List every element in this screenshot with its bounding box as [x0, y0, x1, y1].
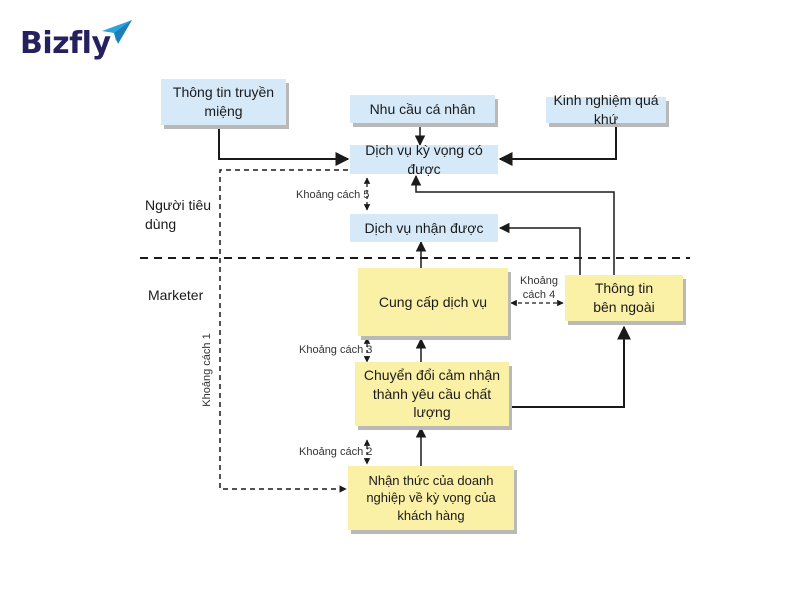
node-label: Thông tin truyền miệng — [172, 84, 275, 119]
arrow-past-experience — [498, 124, 617, 166]
node-translation: Chuyển đổi cảm nhận thành yêu cầu chất l… — [355, 362, 509, 426]
gap2-label: Khoảng cách 2 — [299, 446, 373, 458]
node-label: Chuyển đổi cảm nhận thành yêu cầu chất l… — [363, 366, 501, 421]
gap5-label: Khoảng cách 5 — [296, 189, 370, 201]
node-label: Dịch vụ kỳ vọng có được — [365, 141, 483, 177]
arrow-external-to-perceived — [498, 222, 581, 275]
node-label: Thông tin bên ngoài — [593, 280, 655, 315]
node-label: Dịch vụ nhận được — [364, 219, 484, 236]
node-expected-service: Dịch vụ kỳ vọng có được — [350, 142, 498, 177]
node-label: Nhu cầu cá nhân — [369, 100, 476, 117]
node-word-of-mouth: Thông tin truyền miệng — [161, 79, 286, 125]
bizfly-logo: Bizfly — [20, 26, 111, 61]
paper-plane-icon — [102, 20, 132, 44]
node-label: Nhận thức của doanh nghiệp về kỳ vọng củ… — [366, 472, 496, 523]
arrow-external-to-expected — [410, 174, 615, 275]
node-label: Cung cấp dịch vụ — [378, 293, 488, 310]
gap1-label: Khoảng cách 1 — [201, 333, 213, 407]
node-management-perception: Nhận thức của doanh nghiệp về kỳ vọng củ… — [348, 466, 514, 530]
gap4-label: Khoảng cách 4 — [520, 275, 558, 301]
node-past-experience: Kinh nghiệm quá khứ — [546, 92, 666, 127]
arrow-translation-to-external — [510, 325, 631, 408]
gap3-label: Khoảng cách 3 — [299, 344, 373, 356]
node-personal-needs: Nhu cầu cá nhân — [350, 95, 495, 123]
node-label: Kinh nghiệm quá khứ — [553, 92, 659, 127]
node-perceived-service: Dịch vụ nhận được — [350, 214, 498, 242]
section-label-marketer: Marketer — [148, 287, 204, 303]
node-external-communication: Thông tin bên ngoài — [565, 275, 683, 321]
section-label-consumer: Người tiêu dùng — [145, 197, 212, 232]
gap1-line — [219, 169, 348, 493]
arrow-word-of-mouth — [218, 126, 350, 166]
node-service-delivery: Cung cấp dịch vụ — [358, 268, 508, 336]
